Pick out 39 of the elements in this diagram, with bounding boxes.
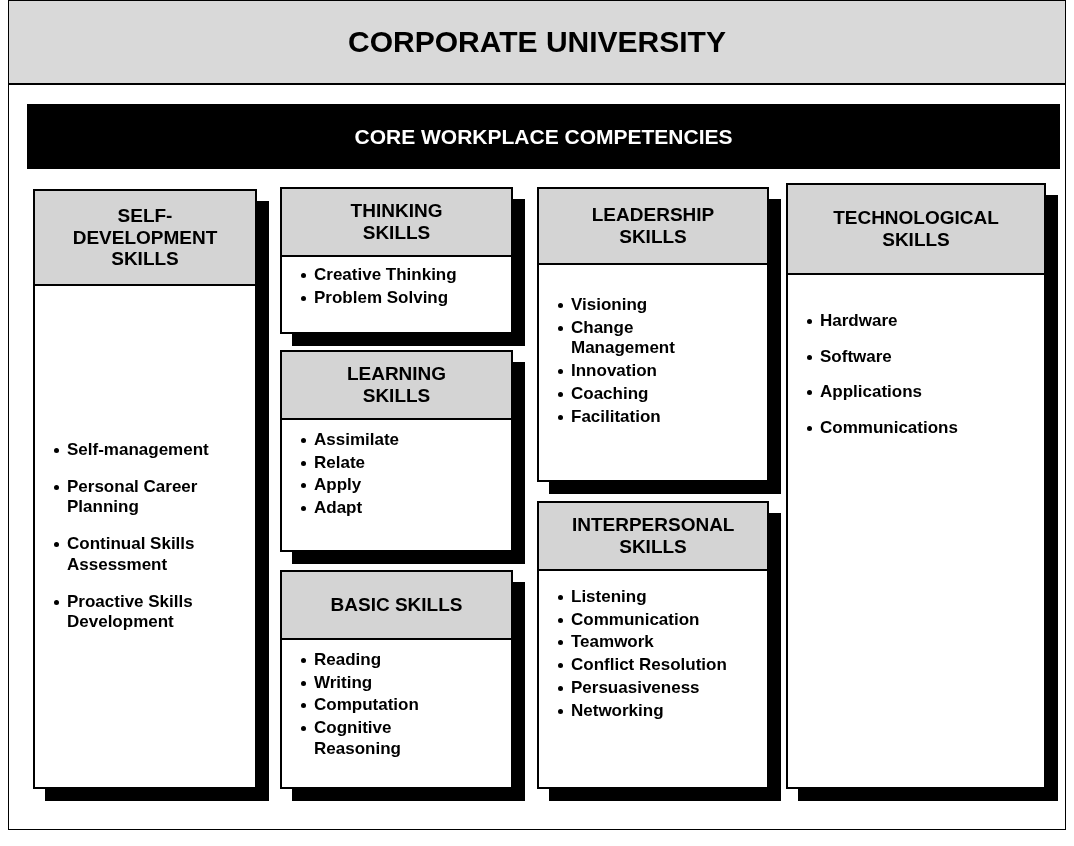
- card-header: INTERPERSONAL SKILLS: [539, 503, 767, 571]
- list-item: Computation: [300, 695, 471, 717]
- list-item: Communications: [806, 418, 1004, 439]
- list-item: Software: [806, 346, 1004, 368]
- list-item: Coaching: [557, 383, 727, 405]
- list-item: Facilitation: [557, 406, 727, 428]
- banner: CORE WORKPLACE COMPETENCIES: [27, 104, 1060, 169]
- card-header: LEADERSHIP SKILLS: [539, 189, 767, 265]
- card-header: THINKING SKILLS: [282, 189, 511, 257]
- list-item: Networking: [557, 700, 727, 722]
- list-item: Writing: [300, 672, 471, 694]
- card-header: LEARNING SKILLS: [282, 352, 511, 420]
- list-item: Problem Solving: [300, 287, 471, 309]
- list-item: Personal Career Planning: [53, 476, 215, 519]
- list-item: Creative Thinking: [300, 265, 471, 286]
- list-item: Applications: [806, 382, 1004, 404]
- list-item: Change Management: [557, 317, 727, 360]
- title-bar: CORPORATE UNIVERSITY: [9, 1, 1065, 85]
- list-item: Proactive Skills Development: [53, 591, 215, 634]
- list-item: Adapt: [300, 498, 471, 519]
- list-item: Conflict Resolution: [557, 655, 727, 676]
- list-item: Hardware: [806, 311, 1004, 332]
- frame-panel: [8, 0, 1066, 830]
- list-item: Persuasiveness: [557, 677, 727, 699]
- list-item: Self-management: [53, 439, 215, 461]
- card-header: BASIC SKILLS: [282, 572, 511, 640]
- card-header: SELF-DEVELOPMENT SKILLS: [35, 191, 255, 286]
- list-item: Apply: [300, 475, 471, 497]
- list-item: Teamwork: [557, 632, 727, 654]
- list-item: Cognitive Reasoning: [300, 718, 471, 760]
- list-item: Communication: [557, 609, 727, 631]
- list-item: Listening: [557, 587, 727, 608]
- list-item: Reading: [300, 650, 471, 671]
- list-item: Visioning: [557, 295, 727, 316]
- list-item: Continual Skills Assessment: [53, 534, 215, 576]
- list-item: Assimilate: [300, 430, 471, 451]
- card-header: TECHNOLOGICAL SKILLS: [788, 185, 1044, 275]
- list-item: Innovation: [557, 361, 727, 382]
- list-item: Relate: [300, 452, 471, 474]
